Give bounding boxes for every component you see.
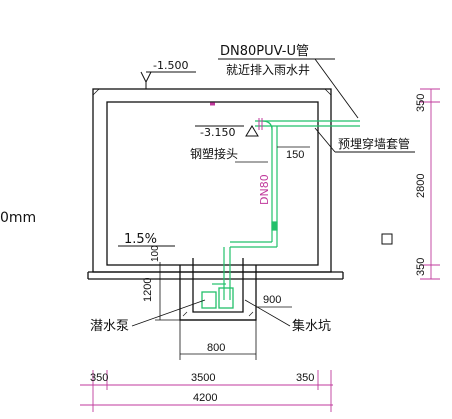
- pipe-offset-dim: 150: [286, 149, 304, 161]
- pit-depth-dim: 1200: [142, 278, 154, 302]
- pump-label: 潜水泵: [90, 319, 129, 334]
- ground-level-label: -1.500: [153, 59, 188, 72]
- slope-label: 1.5%: [124, 232, 157, 247]
- pipe-spec-label: DN80PUV-U管: [220, 44, 309, 59]
- joint-markers: [210, 102, 263, 130]
- sump-width-dim: 800: [207, 342, 225, 354]
- pit-small-dim: 100: [150, 245, 161, 262]
- pit-depth-dim-lines: [155, 262, 180, 321]
- pit-offset-dim: 900: [263, 294, 281, 306]
- inner-wall: [106, 101, 319, 266]
- ground-level-marker: [140, 71, 196, 89]
- steel-plastic-joint-label: 钢塑接头: [190, 146, 238, 161]
- sump-pit-label: 集水坑: [292, 318, 331, 334]
- bottom-dim-lines: [80, 370, 333, 412]
- floor-level-label: -3.150: [200, 126, 235, 139]
- vertical-pipe-label: DN80: [258, 174, 271, 205]
- bottom-height-dim: 350: [415, 258, 427, 276]
- right-width-dim: 350: [296, 372, 314, 384]
- pipe-spec-leader: [218, 58, 359, 119]
- inner-width-dim: 3500: [191, 372, 215, 384]
- square-marker: [381, 233, 393, 245]
- wall-sleeve-label: 预埋穿墙套管: [338, 136, 410, 151]
- discharge-note-label: 就近排入雨水井: [226, 63, 310, 77]
- right-dim-lines: [420, 88, 440, 280]
- chamber-structure: [87, 88, 344, 280]
- mid-height-dim: 2800: [415, 174, 427, 198]
- drain-pipe: [201, 120, 360, 309]
- left-width-dim: 350: [90, 372, 108, 384]
- wall-sleeve-leader: [314, 127, 415, 153]
- sump-width-dim-lines: [179, 320, 257, 360]
- sump-pit: [179, 258, 257, 321]
- top-height-dim: 350: [415, 94, 427, 112]
- total-width-dim: 4200: [193, 392, 217, 404]
- partial-mm-label: 0mm: [0, 210, 36, 226]
- floor-level-marker: [195, 125, 259, 137]
